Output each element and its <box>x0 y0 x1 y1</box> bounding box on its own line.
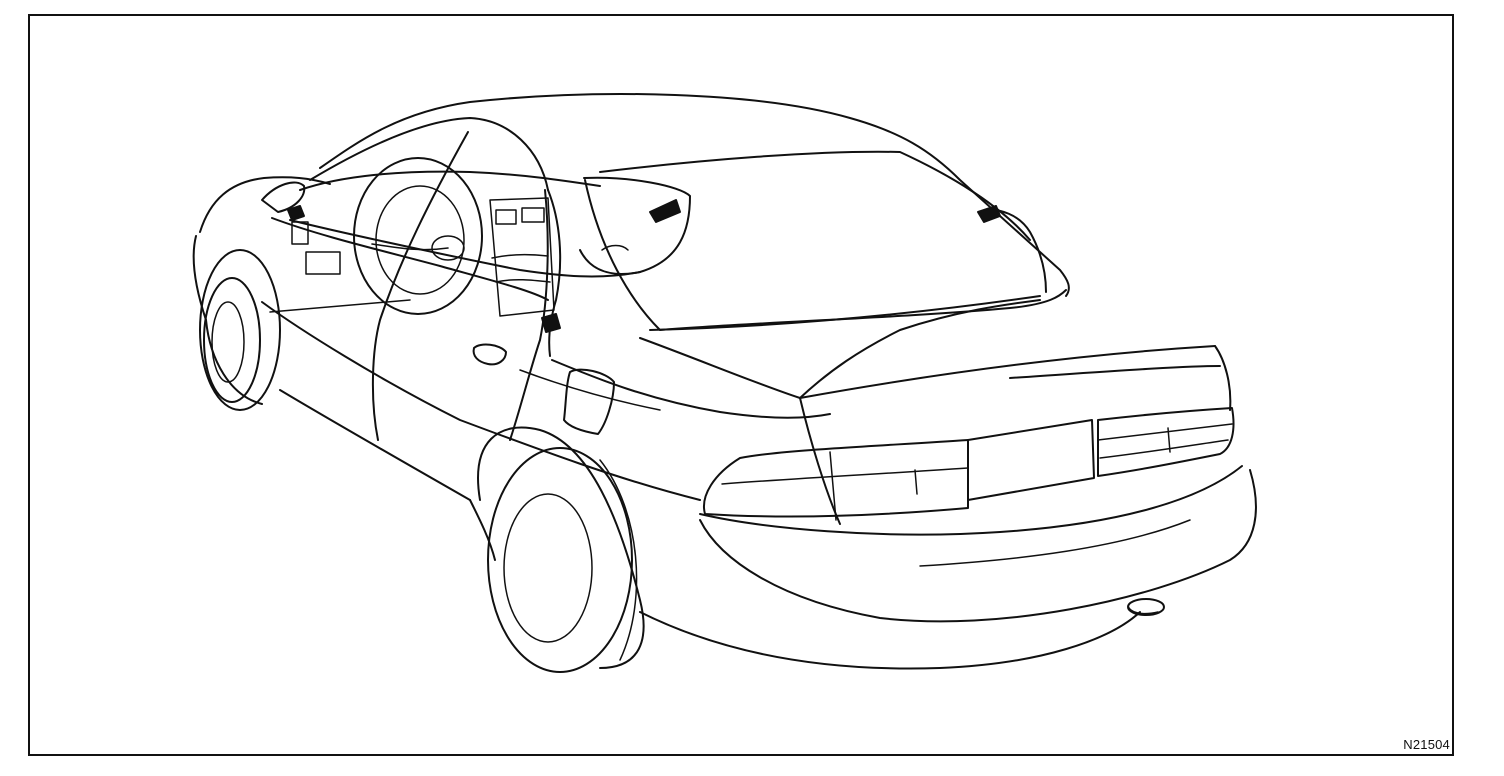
rear-window <box>584 179 1067 331</box>
dash-speaker <box>649 199 681 223</box>
roof-outline <box>319 93 1070 297</box>
rear-bumper-top <box>699 465 1243 536</box>
tail-light-right-line-1 <box>1097 423 1233 441</box>
floor-line <box>269 299 411 313</box>
steering-hub <box>431 235 465 261</box>
wire-harness-front <box>271 217 549 301</box>
trunk-lid-edge <box>1214 345 1232 411</box>
tail-light-right <box>1097 407 1235 477</box>
body-side-sill <box>279 389 471 501</box>
tail-light-left-line-1 <box>721 467 969 485</box>
console-controls-2 <box>495 278 551 283</box>
dash-vent <box>601 244 629 251</box>
figure-code: N21504 <box>1403 737 1450 752</box>
body-side-lower <box>469 499 496 561</box>
a-pillar <box>309 117 549 191</box>
dashboard-top <box>299 170 601 191</box>
tail-light-left-line-3 <box>914 469 918 495</box>
pillar-connector <box>541 313 561 333</box>
side-character-line <box>519 369 661 411</box>
figure-frame <box>28 14 1454 756</box>
steering-wheel <box>353 157 483 315</box>
rear-bumper-line <box>919 519 1191 567</box>
license-panel <box>967 419 1095 501</box>
front-rim <box>211 301 245 383</box>
front-wheel-arch <box>199 249 281 411</box>
front-bumper-side <box>205 319 263 405</box>
wire-harness-deck <box>799 299 1041 399</box>
rear-bumper-bottom <box>639 611 1141 670</box>
rear-wheel-arch <box>477 426 645 669</box>
trunk-line-2 <box>1009 365 1221 379</box>
mirror-switch <box>291 221 309 245</box>
steering-spoke <box>371 243 449 251</box>
tail-light-right-line-3 <box>1167 427 1171 453</box>
window-switch-panel <box>305 251 341 275</box>
wire-harness-pillar <box>547 189 562 357</box>
body-side-top <box>261 301 701 501</box>
front-fender <box>192 235 207 321</box>
rear-tire-tread <box>599 459 638 661</box>
rear-bumper-face <box>699 469 1257 623</box>
hood-outline <box>199 176 331 233</box>
front-tire <box>203 277 261 403</box>
exhaust-tip <box>1127 598 1165 616</box>
side-mirror <box>261 181 306 213</box>
rear-rim <box>503 493 593 643</box>
rear-door-handle <box>472 343 507 366</box>
antenna-connector <box>977 205 1001 223</box>
wire-harness-rear <box>551 359 831 419</box>
passenger-dash <box>579 176 691 275</box>
tail-light-right-line-2 <box>1099 439 1229 459</box>
b-pillar-line <box>371 131 469 441</box>
fuel-door <box>563 368 615 435</box>
exhaust-pipe <box>1127 605 1159 615</box>
rear-tire <box>487 447 633 673</box>
tail-light-left <box>703 439 969 518</box>
rear-window-top <box>599 150 1031 241</box>
door-connector <box>287 205 305 221</box>
trunk-lid <box>639 337 1216 399</box>
radio-unit <box>495 209 517 225</box>
console-controls <box>491 253 549 259</box>
dashboard-front <box>289 219 641 278</box>
rear-door-line <box>509 189 549 441</box>
tail-light-left-line-2 <box>829 451 837 521</box>
rear-window-defogger-line <box>649 295 1041 331</box>
climate-unit <box>521 207 545 223</box>
steering-wheel-inner <box>375 185 465 295</box>
